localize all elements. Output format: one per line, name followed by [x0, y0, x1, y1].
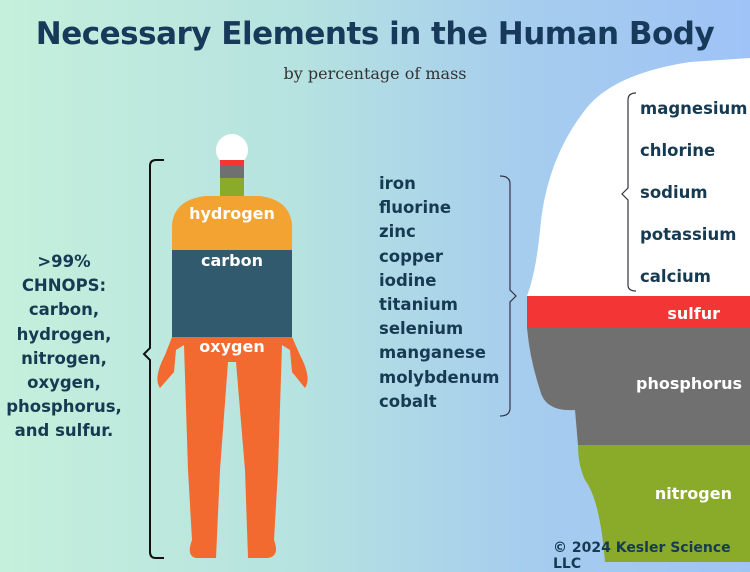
body-sulfur-band — [157, 160, 308, 165]
trace-element: manganese — [379, 343, 486, 363]
chnops-line: phosphorus, — [6, 397, 122, 417]
label-carbon: carbon — [200, 251, 263, 270]
minor-element: chlorine — [640, 141, 716, 160]
head-minor-region — [527, 58, 750, 296]
chnops-brace — [142, 159, 164, 559]
minor-element: potassium — [640, 225, 737, 244]
chnops-line: carbon, — [28, 300, 100, 320]
label-sulfur: sulfur — [667, 304, 720, 323]
label-nitrogen: nitrogen — [654, 484, 732, 503]
head-phosphorus-region — [527, 328, 750, 445]
trace-element: iodine — [379, 270, 437, 290]
trace-element: zinc — [379, 222, 416, 242]
minor-element: calcium — [640, 267, 711, 286]
body-hydrogen-band — [157, 196, 308, 250]
trace-element-list: iron fluorine zinc copper iodine titaniu… — [379, 172, 499, 414]
chnops-line: nitrogen, — [21, 348, 107, 368]
chnops-line: >99% — [37, 252, 91, 271]
label-oxygen: oxygen — [199, 337, 265, 356]
body-oxygen-band — [157, 337, 308, 558]
page-title: Necessary Elements in the Human Body — [35, 16, 715, 52]
minor-element-list: magnesium chlorine sodium potassium calc… — [640, 88, 748, 298]
trace-element: cobalt — [379, 391, 437, 411]
chnops-line: CHNOPS: — [21, 276, 107, 296]
head-nitrogen-region — [578, 445, 750, 562]
label-phosphorus: phosphorus — [636, 374, 742, 393]
head-sulfur-region — [527, 296, 750, 328]
label-hydrogen: hydrogen — [189, 204, 275, 223]
body-phosphorus-band — [157, 165, 308, 178]
minor-element: sodium — [640, 183, 708, 202]
chnops-line: oxygen, — [27, 373, 101, 393]
minor-element: magnesium — [640, 99, 748, 118]
chnops-line: and sulfur. — [14, 421, 114, 441]
chnops-note: >99% CHNOPS: carbon, hydrogen, nitrogen,… — [0, 250, 128, 444]
trace-element: iron — [379, 174, 416, 193]
chnops-line: hydrogen, — [16, 324, 112, 344]
copyright: © 2024 Kesler Science LLC — [553, 540, 731, 572]
minor-brace — [621, 92, 637, 292]
trace-element: copper — [379, 246, 444, 266]
trace-element: titanium — [379, 295, 458, 315]
body-nitrogen-band — [157, 178, 308, 196]
trace-element: fluorine — [379, 198, 452, 218]
body-carbon-band — [157, 250, 308, 337]
trace-element: selenium — [379, 319, 464, 339]
body-minor-band — [157, 134, 308, 160]
trace-brace — [499, 175, 517, 417]
subtitle: by percentage of mass — [283, 64, 467, 83]
trace-element: molybdenum — [379, 367, 500, 387]
